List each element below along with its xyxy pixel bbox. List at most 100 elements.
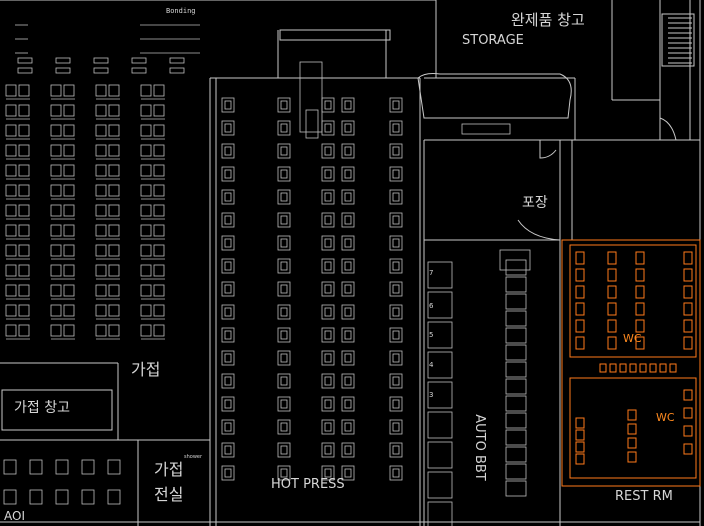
toilet	[683, 425, 693, 437]
gajeop-room-label-1: 가접	[154, 460, 184, 479]
hot-press-die	[324, 261, 332, 271]
hot-press-die	[224, 123, 232, 133]
toilet	[635, 302, 645, 316]
toilet	[575, 429, 585, 441]
bonding-bench	[55, 67, 71, 74]
aoi-label: AOI	[4, 509, 25, 523]
workstation	[140, 224, 152, 237]
bbt-conveyor-unit	[505, 378, 527, 395]
hot-press-die	[324, 100, 332, 110]
workstation	[140, 284, 152, 297]
workstation	[140, 244, 152, 257]
workstation	[5, 264, 17, 277]
workstation	[5, 304, 17, 317]
hot-press-die	[280, 330, 288, 340]
hot-press-die	[392, 422, 400, 432]
hot-press-unit	[221, 396, 235, 412]
rest-rm-label: REST RM	[615, 489, 673, 504]
bbt-station	[427, 261, 453, 289]
gajeop-storage-box	[1, 389, 113, 431]
hot-press-die	[280, 192, 288, 202]
toilet	[627, 409, 637, 421]
hot-press-unit	[341, 212, 355, 228]
workstation	[108, 244, 120, 257]
hot-press-die	[280, 146, 288, 156]
bonding-bench	[131, 67, 147, 74]
workstation	[108, 184, 120, 197]
hot-press-unit	[389, 212, 403, 228]
storage-ko-label: 완제품 창고	[511, 11, 585, 29]
workstation	[18, 284, 30, 297]
hot-press-die	[280, 376, 288, 386]
toilet	[683, 251, 693, 265]
aoi-machine	[29, 459, 43, 475]
hot-press-unit	[277, 97, 291, 113]
workstation	[63, 124, 75, 137]
hot-press-die	[224, 169, 232, 179]
workstation	[108, 224, 120, 237]
sink	[619, 363, 627, 373]
hot-press-unit	[221, 189, 235, 205]
workstation	[5, 84, 17, 97]
hot-press-unit	[341, 120, 355, 136]
hot-press-unit	[341, 189, 355, 205]
wc-top-label: WC	[623, 332, 642, 345]
hot-press-die	[344, 376, 352, 386]
workstation	[153, 284, 165, 297]
workstation	[108, 304, 120, 317]
workstation	[50, 264, 62, 277]
toilet	[607, 268, 617, 282]
workstation	[140, 264, 152, 277]
hot-press-die	[392, 261, 400, 271]
hot-press-unit	[277, 166, 291, 182]
hot-press-unit	[277, 120, 291, 136]
hot-press-die	[392, 169, 400, 179]
workstation	[95, 324, 107, 337]
hot-press-die	[324, 169, 332, 179]
bbt-station	[427, 501, 453, 526]
hot-press-die	[344, 123, 352, 133]
toilet	[635, 336, 645, 350]
hot-press-die	[224, 100, 232, 110]
hot-press-die	[324, 445, 332, 455]
aoi-machine	[55, 489, 69, 505]
hot-press-unit	[389, 281, 403, 297]
bbt-number-5: 5	[429, 331, 434, 339]
storage-hedge	[417, 73, 572, 119]
hot-press-unit	[341, 97, 355, 113]
auto-bbt-label: AUTO BBT	[471, 414, 487, 481]
workstation	[18, 244, 30, 257]
workstation	[5, 104, 17, 117]
hot-press-unit	[321, 235, 335, 251]
toilet	[683, 285, 693, 299]
hot-press-unit	[389, 350, 403, 366]
hot-press-die	[224, 353, 232, 363]
workstation	[153, 324, 165, 337]
bbt-loader	[499, 249, 531, 271]
workstation	[108, 164, 120, 177]
workstation	[63, 304, 75, 317]
hot-press-unit	[277, 258, 291, 274]
workstation	[63, 284, 75, 297]
sink	[669, 363, 677, 373]
hot-press-die	[392, 192, 400, 202]
workstation	[63, 144, 75, 157]
toilet	[635, 319, 645, 333]
hot-press-unit	[221, 143, 235, 159]
hot-press-die	[280, 399, 288, 409]
workstation	[50, 224, 62, 237]
sink	[599, 363, 607, 373]
hot-press-unit	[221, 281, 235, 297]
toilet	[683, 389, 693, 401]
storage-en-label: STORAGE	[462, 33, 524, 48]
workstation	[63, 164, 75, 177]
workstation	[95, 144, 107, 157]
hot-press-die	[392, 330, 400, 340]
aoi-machine	[107, 489, 121, 505]
hot-press-die	[344, 169, 352, 179]
workstation	[50, 144, 62, 157]
bonding-bench	[169, 57, 185, 64]
hot-press-die	[344, 100, 352, 110]
hot-press-die	[280, 307, 288, 317]
